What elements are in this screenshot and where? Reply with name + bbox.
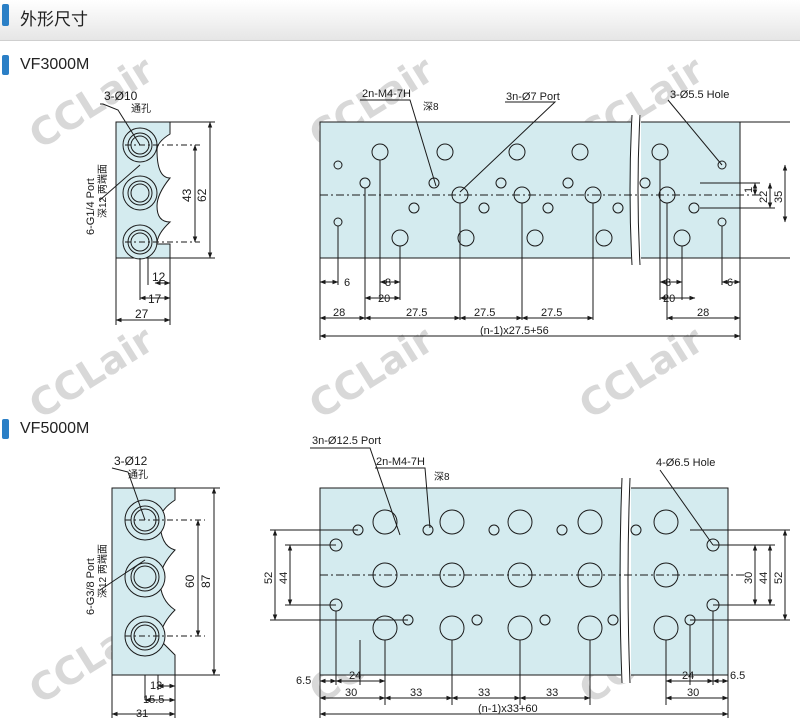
section-accent-vf3000 bbox=[2, 55, 9, 75]
vf3000-dim-pitch-3: 27.5 bbox=[541, 307, 562, 319]
vf3000-dim-62: 62 bbox=[195, 188, 209, 202]
vf5000-front-view bbox=[270, 447, 790, 718]
vf3000-dim-6-right: 6 bbox=[727, 277, 733, 289]
vf3000-front-view bbox=[319, 99, 790, 340]
vf5000-dim-52-right: 52 bbox=[773, 572, 785, 584]
vf5000-thread-sub: 深8 bbox=[434, 471, 450, 483]
vf5000-dim-pitch-2: 33 bbox=[478, 687, 490, 699]
vf5000-dim-pitch-1: 33 bbox=[410, 687, 422, 699]
vf3000-side-hole-sub: 通孔 bbox=[131, 103, 151, 115]
vf3000-dim-12: 12 bbox=[152, 270, 166, 284]
vf3000-dim-pitch-1: 27.5 bbox=[406, 307, 427, 319]
header-accent bbox=[2, 4, 9, 26]
svg-text:CCLair: CCLair bbox=[301, 317, 441, 427]
vf5000-dim-87: 87 bbox=[199, 574, 213, 588]
section-title-vf5000: VF5000M bbox=[20, 420, 90, 437]
vf5000-dim-60: 60 bbox=[183, 574, 197, 588]
page-title: 外形尺寸 bbox=[20, 10, 88, 30]
vf5000-dim-24-left: 24 bbox=[349, 670, 361, 682]
vf3000-dim-35: 35 bbox=[773, 191, 785, 203]
vf3000-dim-17: 17 bbox=[148, 292, 162, 306]
vf5000-thread-label: 2n-M4-7H bbox=[376, 456, 425, 468]
vf5000-dim-44-left: 44 bbox=[278, 572, 290, 584]
vf5000-dim-44-right: 44 bbox=[758, 572, 770, 584]
vf3000-side-port-label: 6-G1/4 Port bbox=[85, 178, 97, 235]
vf5000-dim-6-5-right: 6.5 bbox=[730, 670, 745, 682]
svg-text:CCLair: CCLair bbox=[571, 317, 711, 427]
vf5000-side-view bbox=[99, 467, 220, 718]
vf5000-side-hole-sub: 通孔 bbox=[128, 469, 148, 481]
vf5000-dim-31: 31 bbox=[136, 708, 148, 720]
vf3000-dim-1: 1 bbox=[743, 187, 755, 193]
header-bar: 外形尺寸 bbox=[0, 0, 800, 41]
section-title-vf3000: VF3000M bbox=[20, 56, 90, 73]
vf3000-dim-pitch-2: 27.5 bbox=[474, 307, 495, 319]
vf3000-dim-27: 27 bbox=[135, 307, 149, 321]
vf3000-dim-8-left: 8 bbox=[385, 277, 391, 289]
vf3000-side-view bbox=[99, 103, 215, 325]
vf5000-dim-24-right: 24 bbox=[682, 670, 694, 682]
vf5000-dim-30-right-bottom: 30 bbox=[687, 687, 699, 699]
vf5000-total-length: (n-1)x33+60 bbox=[478, 703, 538, 715]
vf3000-port-label: 3n-Ø7 Port bbox=[506, 91, 560, 103]
vf3000-side-port-sub: 深12 两端面 bbox=[96, 164, 109, 218]
vf5000-side-hole-label: 3-Ø12 bbox=[114, 454, 148, 468]
vf3000-dim-6-left: 6 bbox=[344, 277, 350, 289]
vf3000-side-hole-label: 3-Ø10 bbox=[104, 89, 138, 103]
vf5000-port-label: 3n-Ø12.5 Port bbox=[312, 435, 381, 447]
vf5000-side-port-sub: 深12 两端面 bbox=[96, 544, 109, 598]
vf5000-dim-pitch-3: 33 bbox=[546, 687, 558, 699]
vf5000-dim-15-5: 15.5 bbox=[143, 694, 164, 706]
vf5000-hole-label: 4-Ø6.5 Hole bbox=[656, 457, 715, 469]
vf3000-thread-label: 2n-M4-7H bbox=[362, 88, 411, 100]
svg-text:CCLair: CCLair bbox=[21, 317, 161, 427]
vf5000-dim-13: 13 bbox=[150, 680, 162, 692]
vf3000-dim-8-right: 8 bbox=[665, 277, 671, 289]
vf3000-hole-label: 3-Ø5.5 Hole bbox=[670, 89, 729, 101]
vf5000-dim-30-right: 30 bbox=[743, 572, 755, 584]
vf5000-dim-6-5-left: 6.5 bbox=[296, 675, 311, 687]
vf3000-thread-sub: 深8 bbox=[423, 101, 439, 113]
vf5000-dim-30-left: 30 bbox=[345, 687, 357, 699]
vf3000-total-length: (n-1)x27.5+56 bbox=[480, 325, 549, 337]
vf5000-dim-52-left: 52 bbox=[263, 572, 275, 584]
vf3000-dim-22: 22 bbox=[758, 191, 770, 203]
vf3000-dim-43: 43 bbox=[180, 188, 194, 202]
section-accent-vf5000 bbox=[2, 419, 9, 439]
vf3000-dim-28-left: 28 bbox=[333, 307, 345, 319]
vf5000-side-port-label: 6-G3/8 Port bbox=[85, 558, 97, 615]
vf3000-dim-20-left: 20 bbox=[378, 293, 390, 305]
vf3000-dim-28-right: 28 bbox=[697, 307, 709, 319]
vf3000-dim-20-right: 20 bbox=[663, 293, 675, 305]
